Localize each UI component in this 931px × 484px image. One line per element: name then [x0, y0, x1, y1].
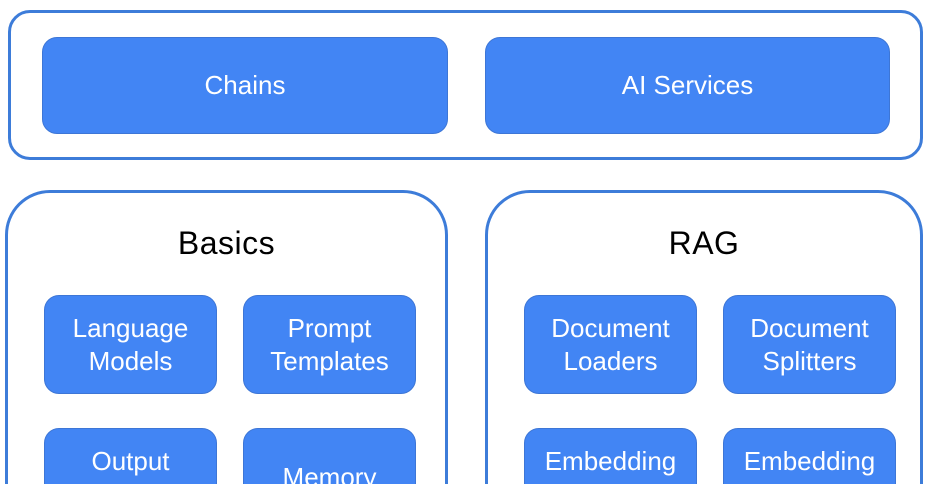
- language-models-node: Language Models: [44, 295, 217, 394]
- embedding-stores-node: Embedding Stores: [723, 428, 896, 484]
- embedding-models-node-label: Embedding Models: [544, 445, 677, 484]
- ai-services-node: AI Services: [485, 37, 890, 134]
- document-splitters-node-label: Document Splitters: [750, 312, 869, 376]
- basics-group-title: Basics: [177, 225, 276, 261]
- document-loaders-node-label: Document Loaders: [551, 312, 670, 376]
- document-splitters-node: Document Splitters: [723, 295, 896, 394]
- prompt-templates-node-label: Prompt Templates: [270, 312, 389, 376]
- rag-group-container: RAG Document Loaders Document Splitters …: [485, 190, 923, 484]
- prompt-templates-node: Prompt Templates: [243, 295, 416, 394]
- chains-node-label: Chains: [204, 70, 286, 100]
- basics-group-container: Basics Language Models Prompt Templates …: [5, 190, 448, 484]
- language-models-node-label: Language Models: [72, 312, 189, 376]
- document-loaders-node: Document Loaders: [524, 295, 697, 394]
- memory-node: Memory: [243, 428, 416, 484]
- memory-node-label: Memory: [282, 462, 377, 484]
- output-parsers-node-label: Output Parsers: [86, 445, 176, 484]
- embedding-stores-node-label: Embedding Stores: [743, 445, 876, 484]
- embedding-models-node: Embedding Models: [524, 428, 697, 484]
- ai-services-node-label: AI Services: [621, 70, 754, 100]
- rag-group-title: RAG: [668, 225, 740, 261]
- output-parsers-node: Output Parsers: [44, 428, 217, 484]
- chains-node: Chains: [42, 37, 448, 134]
